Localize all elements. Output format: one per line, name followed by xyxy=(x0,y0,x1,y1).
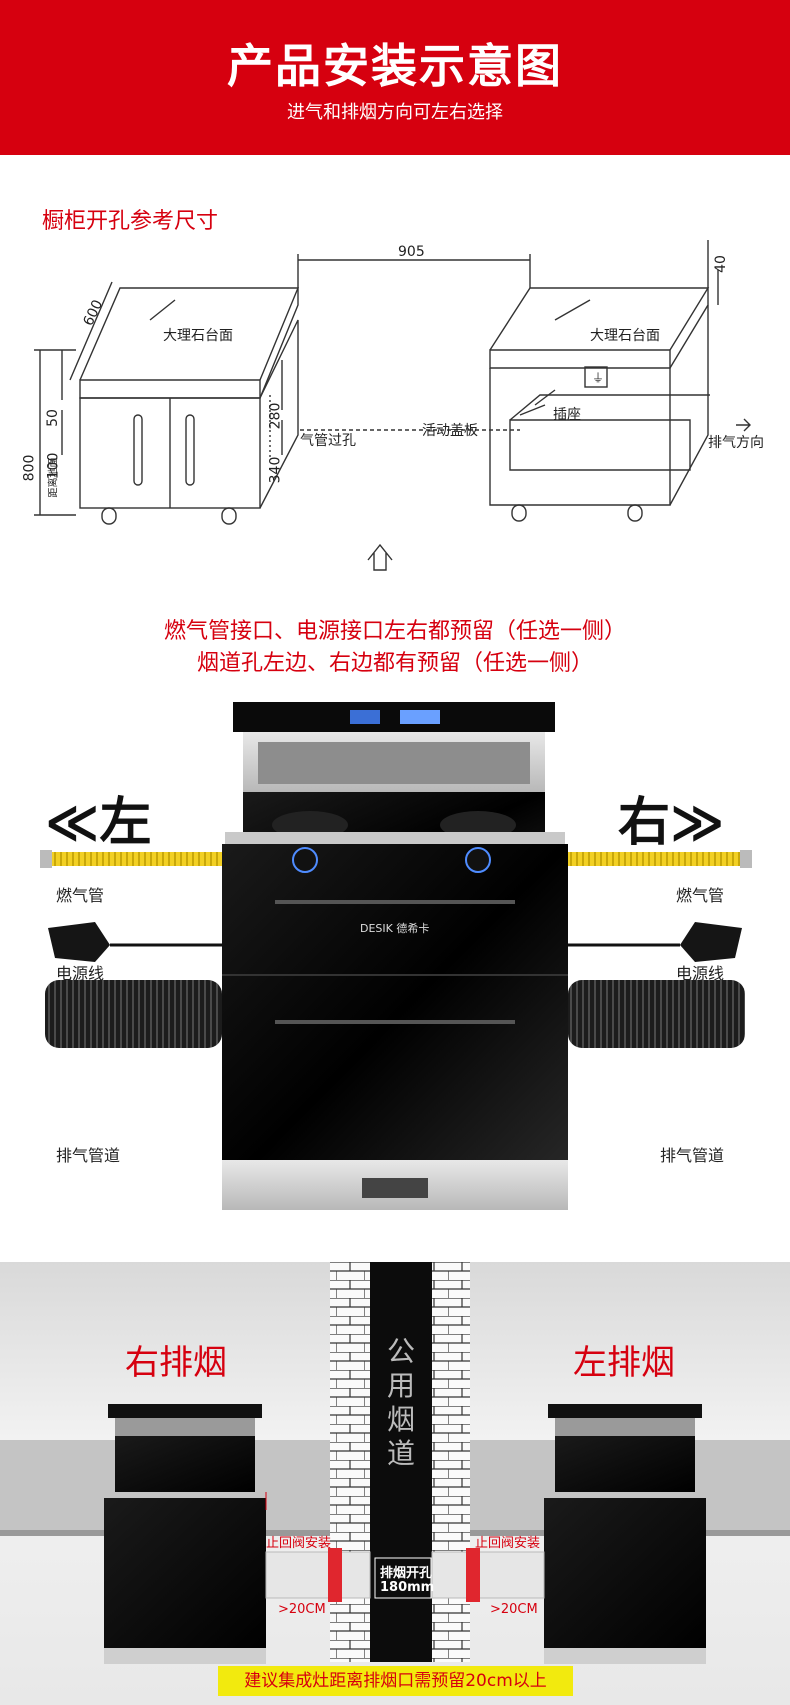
svg-text:⏚: ⏚ xyxy=(592,371,604,385)
check-valve-left-label: 止回阀安装 xyxy=(266,1536,332,1551)
distance-right-label: >20CM xyxy=(490,1602,538,1617)
page-title: 产品安装示意图 xyxy=(227,39,563,93)
right-exhaust-title: 右排烟 xyxy=(125,1343,227,1383)
left-exhaust-title: 左排烟 xyxy=(573,1343,675,1383)
page-subtitle: 进气和排烟方向可左右选择 xyxy=(287,102,503,123)
dim-40: 40 xyxy=(712,255,729,273)
gas-pipe-left-label: 燃气管 xyxy=(56,886,105,905)
dim-280: 280 xyxy=(267,402,284,430)
double-chevron-right-icon: ≫ xyxy=(670,793,725,853)
exhaust-duct-right-label: 排气管道 xyxy=(660,1146,725,1165)
power-cord-right-label: 电源线 xyxy=(676,964,725,983)
right-label: 右 xyxy=(618,793,671,853)
exhaust-duct-left-label: 排气管道 xyxy=(56,1146,121,1165)
flue-char: 烟 xyxy=(386,1403,415,1436)
double-chevron-left-icon: ≪ xyxy=(45,793,100,853)
stove-with-connections xyxy=(40,702,752,1210)
flue-char: 公 xyxy=(386,1335,415,1368)
brand-logo: DESIK 德希卡 xyxy=(360,922,430,935)
left-side-heading: ≪左 xyxy=(45,780,151,855)
note-line-2: 烟道孔左边、右边都有预留（任选一侧） xyxy=(196,651,593,676)
flue-hole-size: 180mm xyxy=(380,1580,435,1595)
power-cord-left-label: 电源线 xyxy=(56,964,105,983)
socket-label: 插座 xyxy=(553,407,581,423)
exhaust-direction-label: 排气方向 xyxy=(708,435,764,451)
dim-340: 340 xyxy=(267,456,284,484)
distance-left-label: >20CM xyxy=(278,1602,326,1617)
header-banner: 产品安装示意图 进气和排烟方向可左右选择 xyxy=(0,0,790,155)
gas-hole-label: 气管过孔 xyxy=(300,433,356,449)
exhaust-scene-drawing xyxy=(0,1262,790,1664)
dim-100: 100 xyxy=(45,452,62,480)
public-flue-vertical-label: 公 用 烟 道 xyxy=(386,1335,416,1471)
marble-top-left-label: 大理石台面 xyxy=(163,328,233,344)
cabinet-line-drawing: ⏚ xyxy=(34,240,751,571)
left-label: 左 xyxy=(99,793,152,853)
dim-50: 50 xyxy=(44,409,61,427)
dim-800: 800 xyxy=(21,454,38,482)
note-line-1: 燃气管接口、电源接口左右都预留（任选一侧） xyxy=(163,619,626,644)
movable-cover-label: 活动盖板 xyxy=(422,423,478,439)
gas-pipe-right-label: 燃气管 xyxy=(676,886,725,905)
marble-top-right-label: 大理石台面 xyxy=(590,328,660,344)
section-label: 橱柜开孔参考尺寸 xyxy=(42,209,219,234)
dim-905: 905 xyxy=(398,244,425,260)
check-valve-right-label: 止回阀安装 xyxy=(475,1536,541,1551)
flue-char: 用 xyxy=(386,1369,415,1402)
right-side-heading: 右≫ xyxy=(618,780,724,855)
advice-banner: 建议集成灶距离排烟口需预留20cm以上 xyxy=(218,1666,573,1696)
flue-hole-label: 排烟开孔 xyxy=(380,1566,433,1581)
flue-char: 道 xyxy=(386,1437,415,1470)
